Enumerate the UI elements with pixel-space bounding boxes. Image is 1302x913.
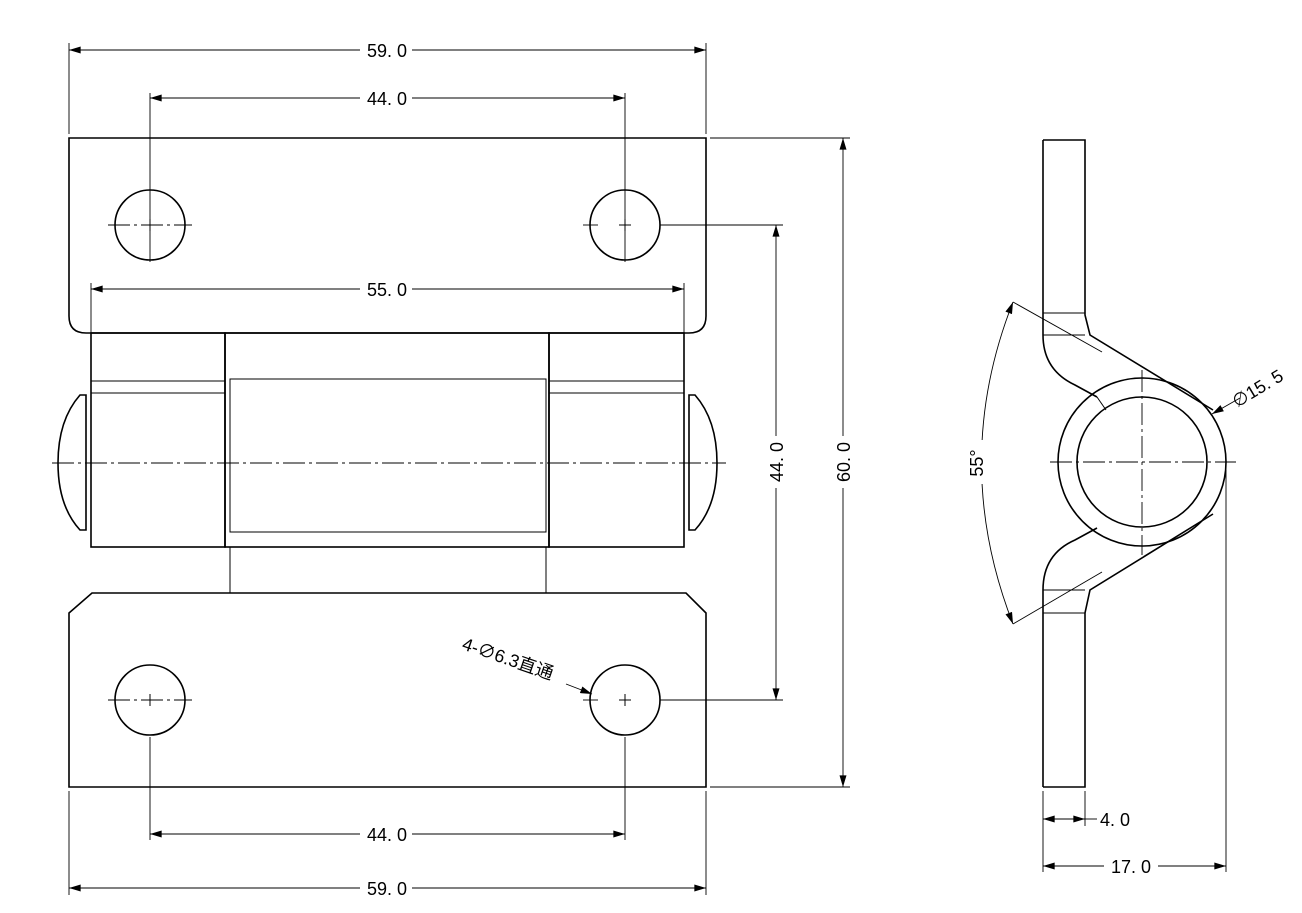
dim-vertical-hole-spacing: 44. 0 bbox=[767, 442, 787, 482]
dim-thickness: 4. 0 bbox=[1100, 810, 1130, 830]
dim-top-width: 59. 0 bbox=[367, 41, 407, 61]
upper-leaf bbox=[1043, 139, 1214, 411]
right-end-cap bbox=[688, 394, 718, 531]
bottom-leaf-plate bbox=[68, 592, 707, 788]
lower-leaf bbox=[1043, 513, 1214, 788]
dim-angle: 55° bbox=[967, 449, 987, 476]
hole-note: 4-∅6.3直通 bbox=[460, 634, 556, 684]
side-view: 55° ∅15. 5 4. 0 17. 0 bbox=[962, 139, 1287, 878]
front-dimensions: 59. 0 44. 0 55. 0 44. 0 60. 0 bbox=[68, 38, 855, 900]
dim-top-hole-spacing: 44. 0 bbox=[367, 89, 407, 109]
center-knuckle bbox=[224, 332, 550, 548]
top-leaf-plate bbox=[68, 137, 707, 334]
right-sleeve bbox=[548, 332, 685, 548]
dim-bottom-width: 59. 0 bbox=[367, 879, 407, 899]
dim-bottom-hole-spacing: 44. 0 bbox=[367, 825, 407, 845]
left-end-cap bbox=[57, 394, 87, 531]
front-view: 59. 0 44. 0 55. 0 44. 0 60. 0 bbox=[52, 38, 855, 900]
mounting-holes bbox=[108, 189, 661, 736]
dim-depth: 17. 0 bbox=[1111, 857, 1151, 877]
dim-knuckle-width: 55. 0 bbox=[367, 280, 407, 300]
left-sleeve bbox=[90, 332, 226, 548]
dim-overall-height: 60. 0 bbox=[834, 442, 854, 482]
dim-knuckle-diameter: ∅15. 5 bbox=[1229, 366, 1287, 412]
